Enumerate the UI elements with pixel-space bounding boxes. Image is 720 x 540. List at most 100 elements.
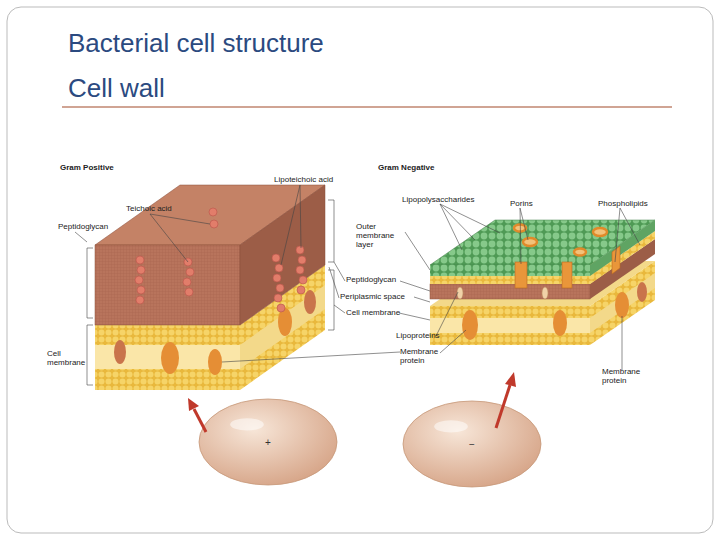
membrane-protein	[553, 310, 567, 336]
cell-highlight	[230, 418, 264, 430]
bead	[299, 276, 307, 284]
gram-negative-block	[430, 220, 655, 345]
lipoprotein	[542, 287, 548, 299]
arrow-head	[188, 398, 199, 411]
lipoprotein	[457, 287, 463, 299]
porin	[562, 262, 572, 288]
lps-top	[430, 220, 655, 265]
bacterial-cell: −	[402, 400, 542, 488]
part-label: Periplasmic space	[340, 293, 420, 302]
leader-line	[405, 232, 430, 270]
part-label: Peptidoglycan	[346, 276, 416, 285]
peptidoglycan-side	[240, 185, 325, 325]
part-label: Lipoteichoic acid	[274, 176, 354, 185]
membrane-protein	[462, 310, 478, 340]
cell-highlight	[434, 420, 468, 432]
leader-line	[281, 185, 300, 265]
porin	[515, 262, 527, 288]
bracket	[328, 200, 334, 262]
membrane-protein	[161, 342, 179, 374]
bead	[272, 254, 280, 262]
part-label: Teichoic acid	[126, 205, 186, 214]
cell-body	[199, 399, 337, 485]
part-label: Membrane protein	[400, 348, 442, 366]
bead	[137, 266, 145, 274]
slide-border	[7, 7, 713, 533]
bead	[298, 256, 306, 264]
bacterial-cell: +	[198, 398, 338, 486]
lps-side	[590, 220, 655, 276]
leader-line	[620, 208, 640, 245]
bead	[296, 246, 304, 254]
part-label: Cell membrane	[47, 350, 85, 368]
leader-line	[300, 185, 301, 248]
bead	[296, 266, 304, 274]
porin-ring	[574, 249, 586, 256]
bead	[186, 268, 194, 276]
leader-line	[520, 208, 521, 264]
part-label: Lipopolysaccharides	[402, 196, 492, 205]
leader-line	[440, 204, 500, 233]
leader-line	[400, 281, 430, 291]
leader-line	[615, 208, 620, 262]
bead	[209, 208, 217, 216]
part-label: Membrane protein	[602, 368, 644, 386]
bracket	[87, 248, 93, 318]
bead	[183, 278, 191, 286]
charge-sign: +	[265, 437, 271, 448]
membrane-protein	[615, 292, 629, 318]
bracket	[328, 270, 334, 330]
bracket	[87, 325, 93, 385]
leader-line	[440, 204, 475, 240]
leader-line	[334, 305, 345, 313]
panel-heading: Gram Positive	[60, 164, 140, 173]
bead	[185, 288, 193, 296]
membrane-protein	[208, 349, 222, 375]
bead	[277, 304, 285, 312]
leader-line	[334, 262, 345, 281]
part-label: Peptidoglycan	[58, 223, 118, 232]
bead	[136, 256, 144, 264]
membrane-protein	[114, 340, 126, 364]
bead	[137, 286, 145, 294]
leader-lines	[75, 185, 640, 385]
leader-line	[150, 214, 188, 262]
part-label: Phospholipids	[598, 200, 668, 209]
bead	[210, 220, 218, 228]
peptidoglycan-front	[95, 245, 240, 325]
gram-positive-block	[95, 185, 325, 390]
bead	[274, 294, 282, 302]
teichoic-acid-beads	[135, 208, 307, 312]
leader-line	[414, 297, 430, 302]
leader-line	[440, 204, 462, 250]
membrane-protein	[637, 282, 647, 302]
porin-ring	[593, 228, 607, 236]
leader-line	[436, 292, 458, 336]
leader-line	[75, 232, 87, 242]
bead	[135, 276, 143, 284]
panel-heading: Gram Negative	[378, 164, 458, 173]
leader-line	[399, 313, 430, 320]
part-label: Outer membrane layer	[356, 223, 412, 250]
bead	[276, 284, 284, 292]
bead	[136, 296, 144, 304]
leader-line	[520, 208, 528, 240]
arrow-head	[505, 372, 516, 387]
part-label: Porins	[510, 200, 550, 209]
title-rule	[62, 106, 672, 107]
membrane-protein	[304, 290, 316, 314]
bead	[273, 274, 281, 282]
membrane-front	[95, 325, 240, 390]
membrane-front	[430, 306, 590, 345]
leader-line	[622, 316, 623, 370]
bead	[275, 264, 283, 272]
leader-line	[440, 330, 466, 353]
part-label: Lipoproteins	[396, 332, 456, 341]
slide-subtitle: Cell wall	[68, 73, 368, 103]
porin-ring	[523, 238, 537, 246]
cell-body	[403, 401, 541, 487]
leader-line	[150, 214, 210, 224]
bead	[297, 286, 305, 294]
charge-sign: −	[469, 439, 475, 450]
